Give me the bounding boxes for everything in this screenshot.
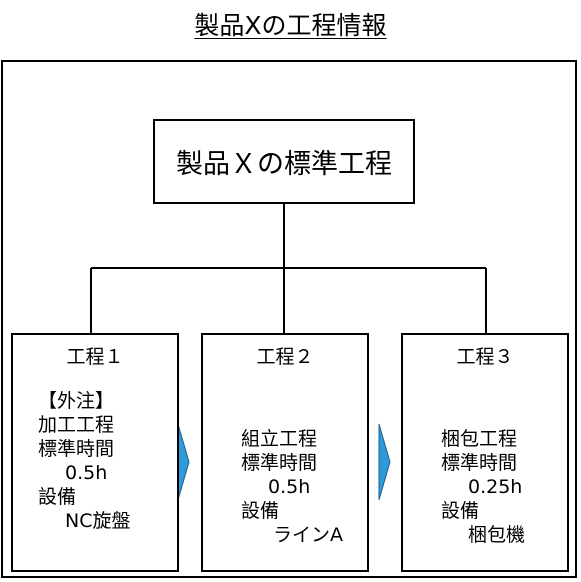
step-details: 組立工程 標準時間 0.5h 設備 ラインA — [241, 427, 343, 547]
step-equipment-label: 設備 — [38, 486, 77, 508]
page-title-text: 製品Xの工程情報 — [194, 11, 387, 40]
step-node-2: 工程２ 組立工程 標準時間 0.5h 設備 ラインA — [201, 333, 369, 572]
step-title: 工程３ — [456, 346, 514, 368]
step-details: 【外注】 加工工程 標準時間 0.5h 設備 NC旋盤 — [38, 389, 130, 533]
step-time-label: 標準時間 — [241, 452, 318, 474]
step-equipment-value: 梱包機 — [468, 524, 526, 546]
page-title: 製品Xの工程情報 — [0, 8, 581, 44]
step-details: 梱包工程 標準時間 0.25h 設備 梱包機 — [441, 427, 525, 547]
step-time-value: 0.5h — [268, 476, 311, 498]
step-equipment-label: 設備 — [241, 500, 280, 522]
root-node: 製品Ｘの標準工程 — [153, 119, 415, 204]
step-equipment-value: ラインA — [273, 524, 343, 546]
step-time-value: 0.25h — [468, 476, 523, 498]
diagram-frame — [1, 60, 577, 578]
step-time-label: 標準時間 — [441, 452, 518, 474]
step-title: 工程２ — [256, 346, 314, 368]
step-equipment-value: NC旋盤 — [65, 510, 131, 532]
step-process: 組立工程 — [241, 428, 318, 450]
step-process: 加工工程 — [38, 414, 115, 436]
step-time-value: 0.5h — [65, 462, 108, 484]
step-process: 梱包工程 — [441, 428, 518, 450]
step-title: 工程１ — [66, 346, 124, 368]
root-node-label: 製品Ｘの標準工程 — [176, 149, 392, 180]
step-node-3: 工程３ 梱包工程 標準時間 0.25h 設備 梱包機 — [401, 333, 569, 572]
step-time-label: 標準時間 — [38, 438, 115, 460]
step-note: 【外注】 — [38, 390, 115, 412]
step-equipment-label: 設備 — [441, 500, 480, 522]
step-node-1: 工程１ 【外注】 加工工程 標準時間 0.5h 設備 NC旋盤 — [11, 333, 179, 572]
